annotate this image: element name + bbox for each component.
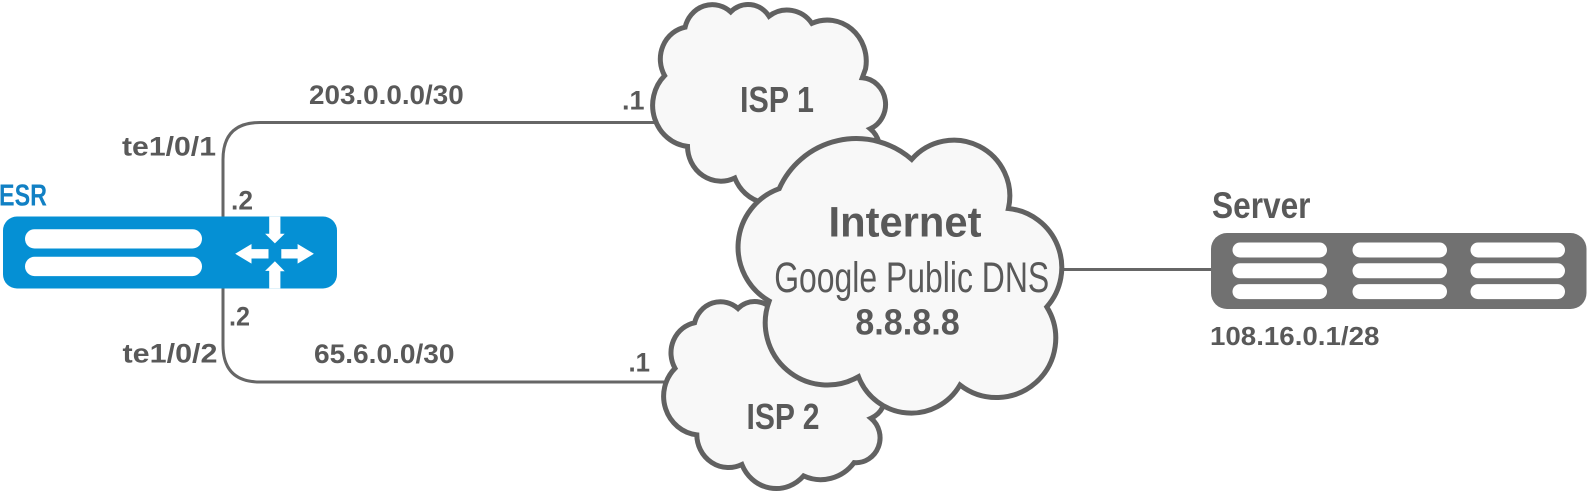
svg-text:.2: .2 [229,302,250,332]
svg-text:203.0.0.0/30: 203.0.0.0/30 [309,80,464,110]
svg-text:te1/0/1: te1/0/1 [122,132,216,162]
svg-text:.2: .2 [231,186,253,216]
svg-text:te1/0/2: te1/0/2 [123,338,218,368]
svg-text:Google Public DNS: Google Public DNS [774,255,1049,302]
svg-text:8.8.8.8: 8.8.8.8 [855,301,960,342]
svg-text:Internet: Internet [829,199,982,247]
svg-text:ISP 1: ISP 1 [740,79,814,120]
svg-text:108.16.0.1/28: 108.16.0.1/28 [1210,321,1379,351]
svg-text:.1: .1 [629,347,651,377]
svg-text:ISP 2: ISP 2 [747,396,820,437]
svg-text:Server: Server [1212,184,1311,226]
svg-text:ESR: ESR [0,177,47,212]
svg-text:65.6.0.0/30: 65.6.0.0/30 [314,339,455,369]
svg-text:.1: .1 [622,85,645,115]
